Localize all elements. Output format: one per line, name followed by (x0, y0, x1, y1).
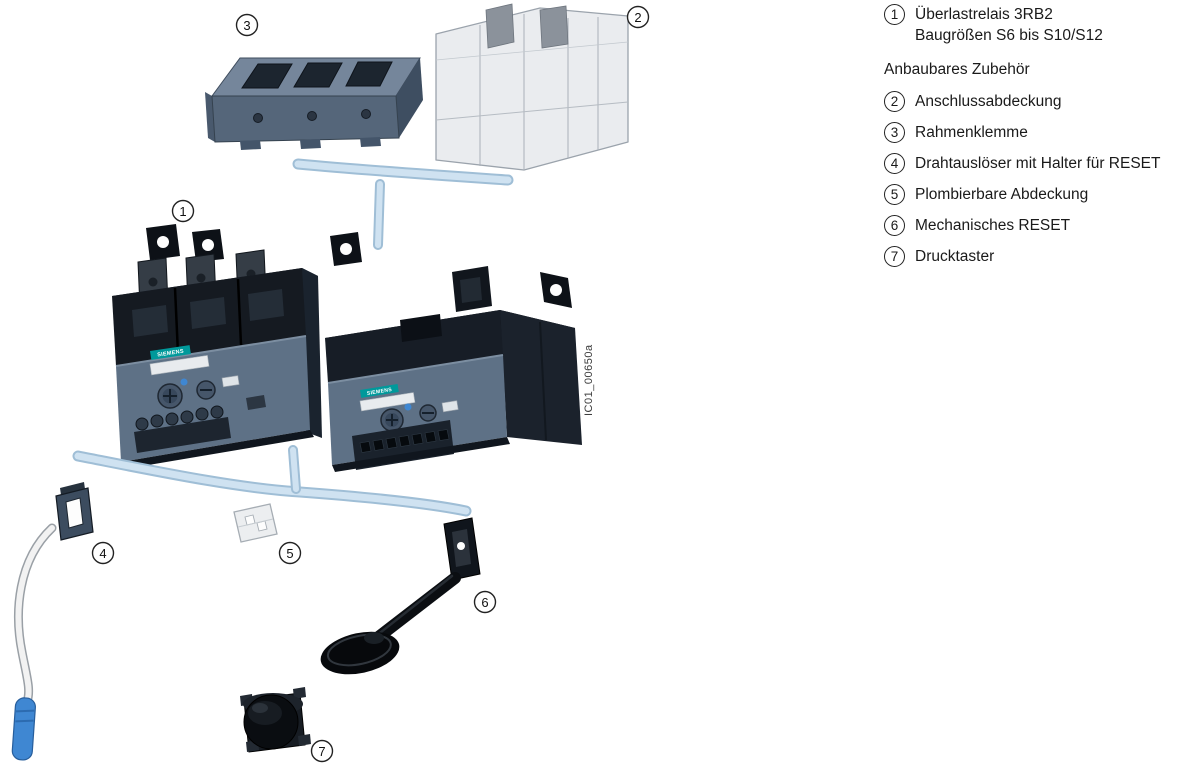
legend-item-5-label: Plombierbare Abdeckung (915, 186, 1089, 203)
terminal-cover-illustration (435, 3, 629, 171)
legend-item-1-line1: Überlastrelais 3RB2 (915, 6, 1053, 23)
callout-5-number: 5 (286, 546, 293, 561)
callout-4: 4 (91, 541, 115, 565)
legend-badge-5: 5 (884, 184, 905, 205)
legend-badge-4: 4 (884, 153, 905, 174)
overload-relay-left-illustration: SIEMENS (112, 224, 322, 469)
legend-item-2-label: Anschlussabdeckung (915, 93, 1062, 110)
siemens-logo-left: SIEMENS (157, 349, 184, 359)
legend-heading: Anbaubares Zubehör (884, 61, 1030, 78)
legend-item-1-line2: Baugrößen S6 bis S10/S12 (915, 27, 1103, 44)
siemens-logo-right: SIEMENS (367, 387, 393, 397)
legend-item-6-label: Mechanisches RESET (915, 217, 1071, 234)
legend-item-3: 3 Rahmenklemme (884, 122, 1200, 143)
legend-item-5: 5 Plombierbare Abdeckung (884, 184, 1200, 205)
legend-badge-6: 6 (884, 215, 905, 236)
callout-6: 6 (473, 590, 497, 614)
legend-item-3-label: Rahmenklemme (915, 124, 1028, 141)
legend-item-7: 7 Drucktaster (884, 246, 1200, 267)
frame-clamp-illustration (205, 57, 423, 150)
legend-item-1: 1 Überlastrelais 3RB2 Baugrößen S6 bis S… (884, 4, 1200, 46)
callout-2-number: 2 (634, 10, 641, 25)
legend-item-2: 2 Anschlussabdeckung (884, 91, 1200, 112)
upper-mounting-clip-illustration (292, 158, 514, 250)
mechanical-reset-illustration (320, 517, 481, 675)
lower-mounting-clip-illustration (72, 445, 472, 517)
callout-5: 5 (278, 541, 302, 565)
callout-7-number: 7 (318, 744, 325, 759)
callout-6-number: 6 (481, 595, 488, 610)
sealable-cover-illustration (233, 503, 278, 543)
callout-2: 2 (626, 5, 650, 29)
legend-item-7-label: Drucktaster (915, 248, 995, 265)
figure-id-watermark: IC01_00650a (583, 344, 595, 416)
legend-badge-3: 3 (884, 122, 905, 143)
callout-7: 7 (310, 739, 334, 763)
overload-relay-right-illustration: SIEMENS (325, 232, 582, 472)
callout-1-number: 1 (179, 204, 186, 219)
legend-badge-1: 1 (884, 4, 905, 25)
legend: 1 Überlastrelais 3RB2 Baugrößen S6 bis S… (884, 4, 1200, 277)
legend-item-6: 6 Mechanisches RESET (884, 215, 1200, 236)
callout-3-number: 3 (243, 18, 250, 33)
pushbutton-illustration (240, 687, 311, 753)
legend-item-4-label: Drahtauslöser mit Halter für RESET (915, 155, 1161, 172)
legend-badge-7: 7 (884, 246, 905, 267)
exploded-diagram: SIEMENS (11, 3, 650, 763)
callout-4-number: 4 (99, 546, 106, 561)
callout-3: 3 (235, 13, 259, 37)
callout-1: 1 (171, 199, 195, 223)
legend-item-4: 4 Drahtauslöser mit Halter für RESET (884, 153, 1200, 174)
wire-release-illustration (11, 482, 94, 761)
legend-badge-2: 2 (884, 91, 905, 112)
